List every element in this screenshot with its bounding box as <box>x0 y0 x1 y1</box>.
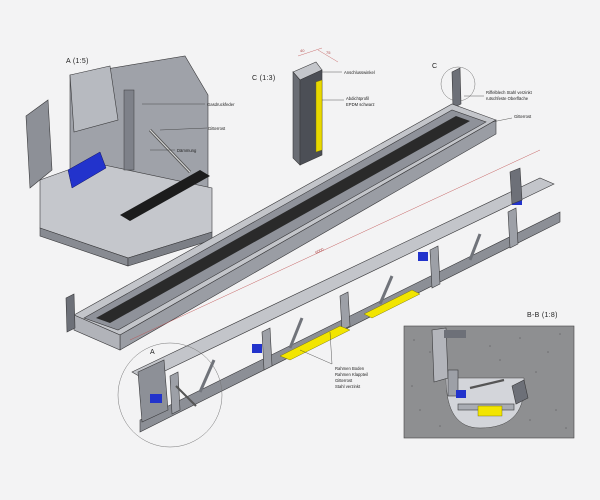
callout-abdichtprofil: Abdichtprofil <box>346 96 369 101</box>
frame-yellow-plate-1 <box>279 325 351 361</box>
frame-assembly: A Rahmen Boden Rahmen Klappteil Gitterro… <box>117 167 561 448</box>
channel-grating <box>96 116 470 323</box>
callout-rahmen-3: Gitterrost <box>335 378 353 383</box>
marker-a-circle <box>117 342 223 448</box>
dimension-length-line <box>129 149 541 341</box>
section-gas-spring <box>469 378 505 390</box>
marker-c: C <box>432 63 437 70</box>
dim-c-width-1: 40 <box>300 48 305 53</box>
detail-a-title: A (1:5) <box>66 58 89 65</box>
callout-gitterrost-a: Gitterrost <box>208 126 226 131</box>
channel-assembly: C Riffelblech Stahl verzinkt rutschfeste… <box>65 63 541 351</box>
callout-rahmen-4: Stahl verzinkt <box>335 384 361 389</box>
detail-c: C (1:3) 40 75 Anschlusswinkel Abdichtpro… <box>252 47 375 166</box>
callout-epdm: EPDM schwarz <box>346 102 375 107</box>
detail-a: A (1:5) Gasdruckfeder Gitterrost Dämmung <box>25 55 235 267</box>
dim-c-width-2: 75 <box>326 50 331 55</box>
detail-c-profile-side <box>292 71 301 166</box>
section-bb: B-B (1:8) <box>403 312 575 439</box>
detail-a-wall-face <box>69 65 119 133</box>
detail-a-blue-seal <box>67 151 107 189</box>
section-blue-seal <box>456 390 466 398</box>
callout-daemmung: Dämmung <box>177 148 197 153</box>
frame-blue-seal-2 <box>418 252 428 261</box>
detail-a-hinge-post <box>123 89 135 171</box>
detail-a-cover-flap <box>25 99 53 189</box>
callout-anschlusswinkel: Anschlusswinkel <box>344 70 375 75</box>
detail-c-epdm-seal <box>315 79 323 153</box>
detail-c-title: C (1:3) <box>252 75 276 82</box>
frame-blue-seal-1 <box>252 344 262 353</box>
marker-a: A <box>150 349 155 356</box>
callout-rahmen-2: Rahmen Klappteil <box>335 372 368 377</box>
detail-a-grating <box>120 170 210 221</box>
callout-riffelblech-2: rutschfeste Oberfläche <box>486 96 529 101</box>
callout-gasdruckfeder: Gasdruckfeder <box>207 102 235 107</box>
section-yellow-plate <box>477 405 503 417</box>
callout-rahmen-1: Rahmen Boden <box>335 366 365 371</box>
section-bb-title: B-B (1:8) <box>527 312 558 319</box>
dimension-length: 6000 <box>314 246 325 255</box>
frame-yellow-plate-2 <box>363 289 421 319</box>
channel-end-flap <box>65 293 76 333</box>
callout-gitterrost-main: Gitterrost <box>514 114 532 119</box>
callout-riffelblech-1: Riffelblech Stahl verzinkt <box>486 90 533 95</box>
